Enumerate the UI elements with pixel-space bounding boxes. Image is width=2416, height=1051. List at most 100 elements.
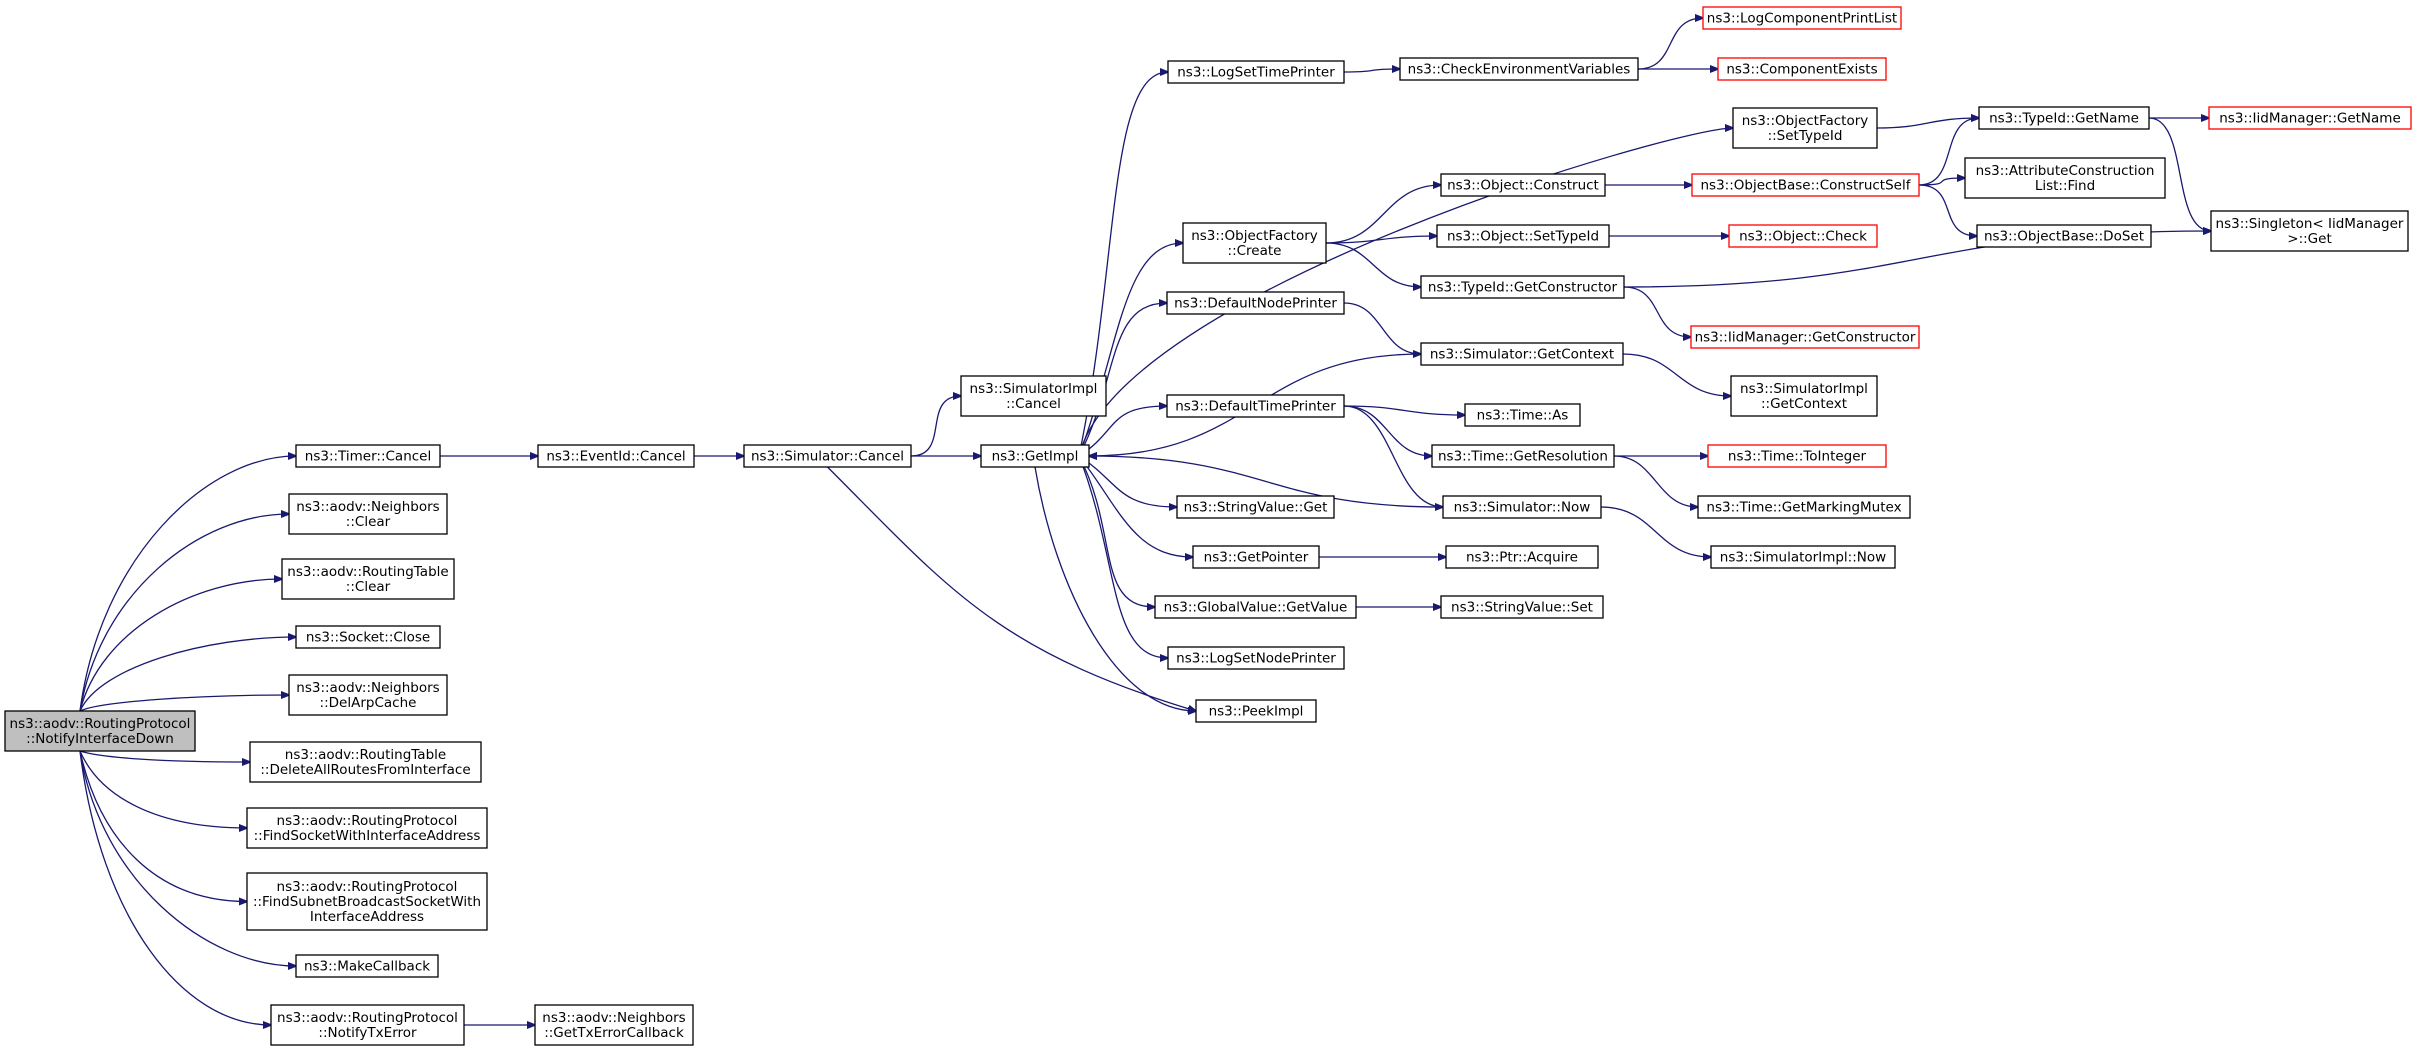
node-box[interactable] [1154, 595, 1357, 619]
node-sim-now[interactable]: ns3::Simulator::Now [1442, 495, 1602, 519]
node-box[interactable] [1728, 224, 1878, 248]
node-time-getres[interactable]: ns3::Time::GetResolution [1431, 444, 1615, 468]
node-simimpl-getcontext[interactable]: ns3::SimulatorImpl::GetContext [1730, 375, 1878, 417]
node-box[interactable] [1697, 495, 1911, 519]
node-box[interactable] [1702, 6, 1902, 30]
node-time-mutex[interactable]: ns3::Time::GetMarkingMutex [1697, 495, 1911, 519]
node-box[interactable] [281, 558, 455, 600]
node-box[interactable] [980, 444, 1090, 468]
node-of-create[interactable]: ns3::ObjectFactory::Create [1182, 222, 1327, 264]
node-findsubnet[interactable]: ns3::aodv::RoutingProtocol::FindSubnetBr… [246, 872, 488, 931]
node-box[interactable] [743, 444, 912, 468]
node-of-settypeid[interactable]: ns3::ObjectFactory::SetTypeId [1732, 107, 1878, 149]
node-strval-get[interactable]: ns3::StringValue::Get [1176, 495, 1335, 519]
node-box[interactable] [1710, 545, 1896, 569]
node-box[interactable] [537, 444, 695, 468]
node-findsock[interactable]: ns3::aodv::RoutingProtocol::FindSocketWi… [246, 807, 488, 849]
node-makecb[interactable]: ns3::MakeCallback [295, 954, 439, 978]
node-checkenv[interactable]: ns3::CheckEnvironmentVariables [1399, 57, 1639, 81]
node-box[interactable] [1436, 224, 1610, 248]
node-socket-close[interactable]: ns3::Socket::Close [295, 625, 441, 649]
node-box[interactable] [295, 954, 439, 978]
node-box[interactable] [2210, 210, 2409, 252]
node-logsettime[interactable]: ns3::LogSetTimePrinter [1167, 60, 1345, 84]
node-iid-getctor[interactable]: ns3::IidManager::GetConstructor [1690, 325, 1920, 349]
node-box[interactable] [246, 872, 488, 931]
node-box[interactable] [1690, 325, 1920, 349]
node-ob-doset[interactable]: ns3::ObjectBase::DoSet [1976, 224, 2152, 248]
node-box[interactable] [1431, 444, 1615, 468]
node-gettxcb[interactable]: ns3::aodv::Neighbors::GetTxErrorCallback [534, 1004, 694, 1046]
node-box[interactable] [249, 741, 482, 783]
node-logcomp[interactable]: ns3::LogComponentPrintList [1702, 6, 1902, 30]
node-delarp[interactable]: ns3::aodv::Neighbors::DelArpCache [288, 674, 448, 716]
node-time-tointeger[interactable]: ns3::Time::ToInteger [1707, 444, 1887, 468]
node-typeid-getname[interactable]: ns3::TypeId::GetName [1978, 106, 2150, 130]
node-box[interactable] [1420, 342, 1624, 366]
node-getpointer[interactable]: ns3::GetPointer [1192, 545, 1320, 569]
node-strval-set[interactable]: ns3::StringValue::Set [1440, 595, 1604, 619]
node-box[interactable] [1442, 495, 1602, 519]
node-box[interactable] [295, 625, 441, 649]
node-box[interactable] [246, 807, 488, 849]
node-rt-clear[interactable]: ns3::aodv::RoutingTable::Clear [281, 558, 455, 600]
node-box[interactable] [960, 375, 1107, 417]
node-box[interactable] [1399, 57, 1639, 81]
node-peekimpl[interactable]: ns3::PeekImpl [1195, 699, 1317, 723]
node-simimpl-cancel[interactable]: ns3::SimulatorImpl::Cancel [960, 375, 1107, 417]
node-sim-cancel[interactable]: ns3::Simulator::Cancel [743, 444, 912, 468]
node-box[interactable] [1420, 275, 1625, 299]
node-box[interactable] [288, 493, 448, 535]
node-typeid-getctor[interactable]: ns3::TypeId::GetConstructor [1420, 275, 1625, 299]
node-box[interactable] [1976, 224, 2152, 248]
node-box[interactable] [4, 710, 196, 752]
node-ptr-acquire[interactable]: ns3::Ptr::Acquire [1445, 545, 1599, 569]
node-delall[interactable]: ns3::aodv::RoutingTable::DeleteAllRoutes… [249, 741, 482, 783]
node-box[interactable] [1730, 375, 1878, 417]
node-sim-getcontext[interactable]: ns3::Simulator::GetContext [1420, 342, 1624, 366]
node-ob-constructself[interactable]: ns3::ObjectBase::ConstructSelf [1691, 173, 1920, 197]
node-iid-getname[interactable]: ns3::IidManager::GetName [2208, 106, 2412, 130]
node-box[interactable] [1464, 403, 1581, 427]
node-gv-getvalue[interactable]: ns3::GlobalValue::GetValue [1154, 595, 1357, 619]
node-box[interactable] [288, 674, 448, 716]
node-box[interactable] [1176, 495, 1335, 519]
node-box[interactable] [1445, 545, 1599, 569]
node-box[interactable] [1167, 646, 1345, 670]
node-box[interactable] [1167, 60, 1345, 84]
node-simimpl-now[interactable]: ns3::SimulatorImpl::Now [1710, 545, 1896, 569]
node-singleton-get[interactable]: ns3::Singleton< IidManager>::Get [2210, 210, 2409, 252]
node-box[interactable] [534, 1004, 694, 1046]
node-logsetnode[interactable]: ns3::LogSetNodePrinter [1167, 646, 1345, 670]
node-obj-settypeid[interactable]: ns3::Object::SetTypeId [1436, 224, 1610, 248]
node-time-as[interactable]: ns3::Time::As [1464, 403, 1581, 427]
node-obj-check[interactable]: ns3::Object::Check [1728, 224, 1878, 248]
node-compexists[interactable]: ns3::ComponentExists [1717, 57, 1887, 81]
node-deftimeprinter[interactable]: ns3::DefaultTimePrinter [1166, 394, 1345, 418]
node-box[interactable] [295, 444, 441, 468]
node-timer-cancel[interactable]: ns3::Timer::Cancel [295, 444, 441, 468]
node-defnodeprinter[interactable]: ns3::DefaultNodePrinter [1166, 291, 1345, 315]
node-box[interactable] [1440, 595, 1604, 619]
node-box[interactable] [1195, 699, 1317, 723]
node-box[interactable] [1166, 291, 1345, 315]
node-notifytx[interactable]: ns3::aodv::RoutingProtocol::NotifyTxErro… [270, 1004, 465, 1046]
node-box[interactable] [1691, 173, 1920, 197]
node-box[interactable] [1192, 545, 1320, 569]
node-eventid-cancel[interactable]: ns3::EventId::Cancel [537, 444, 695, 468]
node-box[interactable] [1166, 394, 1345, 418]
node-box[interactable] [2208, 106, 2412, 130]
node-obj-construct[interactable]: ns3::Object::Construct [1440, 173, 1606, 197]
node-box[interactable] [1964, 157, 2166, 199]
node-box[interactable] [1707, 444, 1887, 468]
node-box[interactable] [1440, 173, 1606, 197]
node-box[interactable] [1182, 222, 1327, 264]
node-getimpl[interactable]: ns3::GetImpl [980, 444, 1090, 468]
node-box[interactable] [270, 1004, 465, 1046]
node-box[interactable] [1732, 107, 1878, 149]
node-box[interactable] [1978, 106, 2150, 130]
node-root[interactable]: ns3::aodv::RoutingProtocol::NotifyInterf… [4, 710, 196, 752]
node-neighbors-clear[interactable]: ns3::aodv::Neighbors::Clear [288, 493, 448, 535]
node-box[interactable] [1717, 57, 1887, 81]
